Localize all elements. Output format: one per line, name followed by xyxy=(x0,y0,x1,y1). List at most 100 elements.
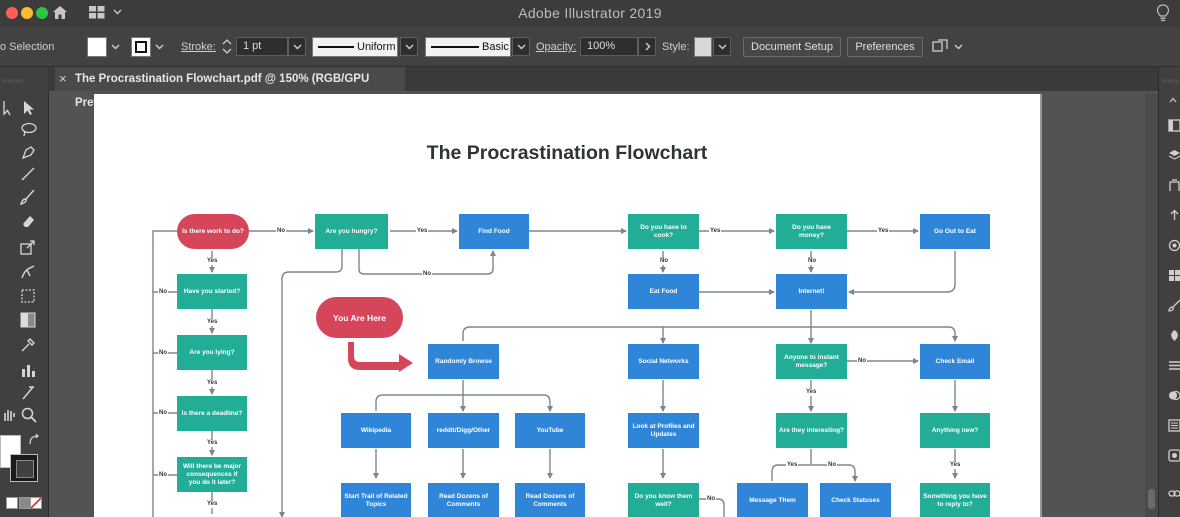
arrange-documents-icon[interactable] xyxy=(932,39,948,55)
free-transform-tool-icon[interactable] xyxy=(20,288,36,304)
document-setup-button[interactable]: Document Setup xyxy=(743,37,841,57)
stepper-icon[interactable] xyxy=(222,38,232,55)
node-start-trail[interactable]: Start Trail of Related Topics xyxy=(341,483,411,517)
chevron-down-icon[interactable] xyxy=(113,9,122,15)
chevron-down-icon[interactable] xyxy=(111,44,120,50)
node-youtube[interactable]: YouTube xyxy=(515,413,585,448)
zoom-window-button[interactable] xyxy=(36,7,48,19)
opacity-slider-toggle[interactable] xyxy=(638,37,656,56)
stroke-swatch[interactable] xyxy=(131,37,151,57)
minimize-window-button[interactable] xyxy=(21,7,33,19)
node-look-at-profiles[interactable]: Look at Profiles and Updates xyxy=(628,413,699,448)
scroll-thumb[interactable] xyxy=(1148,489,1155,509)
graph-tool-icon[interactable] xyxy=(20,362,36,378)
chevron-down-icon[interactable] xyxy=(155,44,164,50)
line-segment-tool-icon[interactable] xyxy=(21,167,35,181)
width-tool-icon[interactable] xyxy=(20,264,36,280)
eraser-tool-icon[interactable] xyxy=(20,213,36,229)
home-icon[interactable] xyxy=(52,5,68,20)
app-title: Adobe Illustrator 2019 xyxy=(518,5,662,21)
color-mode-button[interactable] xyxy=(6,497,18,509)
node-will-there-be-major-consequences[interactable]: Will there be major consequences if you … xyxy=(177,457,247,492)
workspace-layout-icon[interactable] xyxy=(89,6,105,19)
stroke-panel-icon[interactable] xyxy=(1168,359,1180,372)
swatches-panel-icon[interactable] xyxy=(1168,269,1180,282)
node-read-dozens-comments-1[interactable]: Read Dozens of Comments xyxy=(428,483,499,517)
links-panel-icon[interactable] xyxy=(1168,487,1180,500)
lightbulb-icon[interactable] xyxy=(1156,4,1170,22)
stroke-weight-dropdown[interactable] xyxy=(288,37,306,56)
gradient-tool-icon[interactable] xyxy=(20,312,36,328)
slice-tool-icon[interactable] xyxy=(20,385,36,401)
stroke-color-box[interactable] xyxy=(10,454,38,482)
symbols-panel-icon[interactable] xyxy=(1168,329,1180,342)
layers-panel-icon[interactable] xyxy=(1168,149,1180,162)
node-internet[interactable]: Internet! xyxy=(776,274,847,309)
selection-tool-icon[interactable] xyxy=(22,100,36,116)
node-check-statuses[interactable]: Check Statuses xyxy=(820,483,891,517)
node-have-you-started[interactable]: Have you started? xyxy=(177,274,247,309)
node-wikipedia[interactable]: Wikipedia xyxy=(341,413,411,448)
stroke-label[interactable]: Stroke: xyxy=(181,41,216,53)
node-find-food[interactable]: Find Food xyxy=(459,214,529,249)
node-you-are-here[interactable]: You Are Here xyxy=(316,297,403,338)
variable-width-profile[interactable]: Uniform xyxy=(312,37,398,57)
paintbrush-tool-icon[interactable] xyxy=(20,189,36,205)
eyedropper-tool-icon[interactable] xyxy=(20,337,36,353)
node-read-dozens-comments-2[interactable]: Read Dozens of Comments xyxy=(515,483,585,517)
brushes-panel-icon[interactable] xyxy=(1168,299,1180,312)
chevron-down-icon xyxy=(293,44,302,50)
tools-panel xyxy=(0,67,49,517)
stroke-weight-field[interactable]: 1 pt xyxy=(236,37,288,56)
node-are-they-interesting[interactable]: Are they interesting? xyxy=(776,413,847,448)
color-panel-icon[interactable] xyxy=(1168,239,1180,252)
brush-dropdown[interactable] xyxy=(512,37,530,56)
node-do-you-have-money[interactable]: Do you have money? xyxy=(776,214,847,249)
appearance-panel-icon[interactable] xyxy=(1168,419,1180,432)
graphic-style-swatch[interactable] xyxy=(694,37,712,57)
properties-panel-icon[interactable] xyxy=(1168,119,1180,132)
collapse-panels-icon[interactable] xyxy=(1169,97,1177,103)
lasso-tool-icon[interactable] xyxy=(20,122,38,138)
artboard[interactable]: The Procrastination Flowchart xyxy=(94,94,1040,517)
node-anyone-to-instant-message[interactable]: Anyone to instant message? xyxy=(776,344,847,379)
node-are-you-lying[interactable]: Are you lying? xyxy=(177,335,247,370)
transparency-panel-icon[interactable] xyxy=(1168,389,1180,402)
node-is-there-work[interactable]: Is there work to do? xyxy=(177,214,249,249)
graphic-styles-panel-icon[interactable] xyxy=(1168,449,1180,462)
scale-tool-icon[interactable] xyxy=(20,239,36,255)
document-tab[interactable]: × The Procrastination Flowchart.pdf @ 15… xyxy=(55,67,405,109)
node-is-there-a-deadline[interactable]: Is there a deadline? xyxy=(177,396,247,431)
node-do-you-know-them-well[interactable]: Do you know them well? xyxy=(628,483,699,517)
graphic-style-dropdown[interactable] xyxy=(713,37,731,56)
node-do-you-have-to-cook[interactable]: Do you have to cook? xyxy=(628,214,699,249)
hand-tool-icon[interactable] xyxy=(2,407,16,423)
fill-swatch[interactable] xyxy=(87,37,107,57)
preferences-button[interactable]: Preferences xyxy=(847,37,923,57)
opacity-label[interactable]: Opacity: xyxy=(536,41,577,53)
opacity-field[interactable]: 100% xyxy=(580,37,638,56)
brush-definition[interactable]: Basic xyxy=(425,37,511,57)
node-something-to-reply[interactable]: Something you have to reply to? xyxy=(920,483,990,517)
chevron-down-icon[interactable] xyxy=(954,44,963,50)
close-tab-icon[interactable]: × xyxy=(59,71,67,86)
node-check-email[interactable]: Check Email xyxy=(920,344,990,379)
libraries-panel-icon[interactable] xyxy=(1168,179,1180,192)
swap-fill-stroke-icon[interactable] xyxy=(28,434,40,446)
node-are-you-hungry[interactable]: Are you hungry? xyxy=(315,214,388,249)
asset-export-panel-icon[interactable] xyxy=(1168,209,1180,222)
pen-tool-icon[interactable] xyxy=(20,145,36,161)
node-reddit-digg-other[interactable]: reddit/Digg/Other xyxy=(428,413,499,448)
close-window-button[interactable] xyxy=(6,7,18,19)
vertical-scrollbar[interactable] xyxy=(1145,94,1158,517)
profile-dropdown[interactable] xyxy=(400,37,418,56)
none-mode-button[interactable] xyxy=(30,497,42,509)
node-social-networks[interactable]: Social Networks xyxy=(628,344,699,379)
node-eat-food[interactable]: Eat Food xyxy=(628,274,699,309)
node-randomly-browse[interactable]: Randomly Browse xyxy=(428,344,499,379)
direct-selection-tool-icon[interactable] xyxy=(2,100,12,116)
zoom-tool-icon[interactable] xyxy=(21,407,37,423)
node-anything-new[interactable]: Anything new? xyxy=(920,413,990,448)
node-message-them[interactable]: Message Them xyxy=(737,483,808,517)
node-go-out-to-eat[interactable]: Go Out to Eat xyxy=(920,214,990,249)
